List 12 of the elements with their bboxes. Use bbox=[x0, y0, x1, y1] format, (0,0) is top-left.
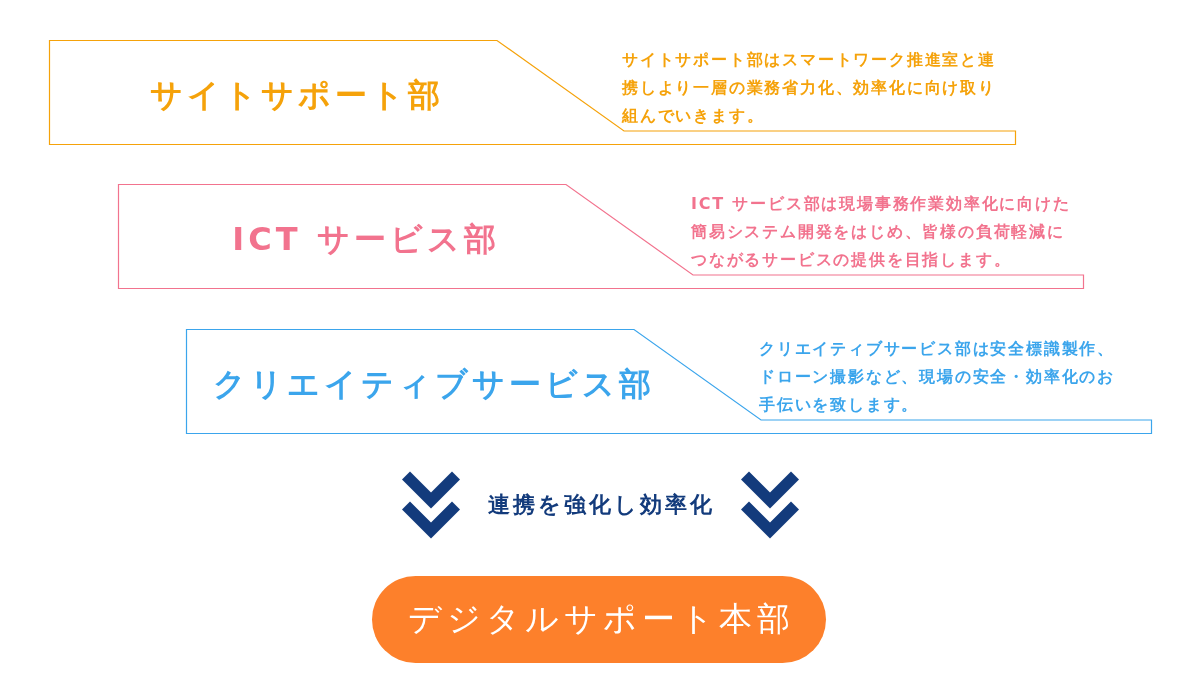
department-panel bbox=[186, 329, 1152, 434]
department-name: ICT サービス部 bbox=[231, 219, 501, 259]
headquarters-pill: デジタルサポート本部 bbox=[372, 576, 826, 663]
department-description: サイトサポート部はスマートワーク推進室と連携しより一層の業務省力化、効率化に向け取り組んでいきます。 bbox=[622, 49, 997, 127]
department-name: サイトサポート部 bbox=[149, 75, 445, 115]
double-chevron-arrow bbox=[741, 471, 799, 539]
double-chevron-arrow bbox=[402, 471, 460, 539]
department-panel bbox=[49, 40, 1016, 145]
department-description: クリエイティブサービス部は安全標識製作、ドローン撮影など、現場の安全・効率化のお手伝いを致します。 bbox=[759, 338, 1116, 416]
department-name: クリエイティブサービス部 bbox=[212, 364, 656, 404]
department-panel bbox=[118, 184, 1084, 289]
department-description: ICT サービス部は現場事務作業効率化に向けた簡易システム開発をはじめ、皆様の負荷軽減につながるサービスの提供を目指します。 bbox=[691, 193, 1072, 271]
